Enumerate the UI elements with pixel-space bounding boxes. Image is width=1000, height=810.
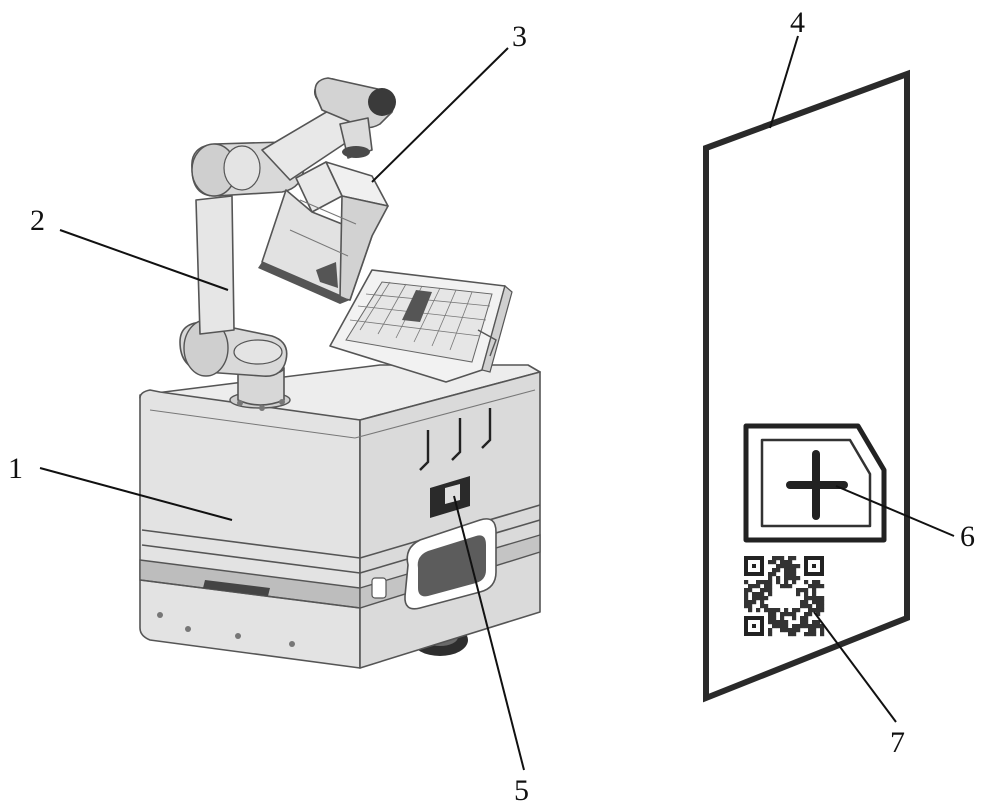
callout-4: 4 (790, 6, 805, 39)
leader-7 (813, 611, 897, 723)
charging-marker (743, 423, 887, 543)
chassis-body (139, 364, 541, 669)
callout-numbers: 1 2 3 4 5 6 7 (8, 6, 975, 807)
side-camera (430, 476, 470, 518)
callout-6: 6 (960, 520, 975, 553)
leader-6 (835, 485, 955, 537)
leader-lines (39, 35, 955, 771)
callout-2: 2 (30, 204, 45, 237)
mobile-robot (139, 77, 541, 669)
dock-panel (703, 69, 910, 703)
callout-3: 3 (512, 20, 527, 53)
end-effector (258, 161, 389, 304)
tool-tray (329, 269, 513, 383)
callout-7: 7 (890, 726, 905, 759)
leader-3 (371, 47, 509, 183)
robot-arm (179, 77, 396, 377)
leader-2 (59, 229, 229, 291)
leader-4 (769, 35, 799, 129)
callout-1: 1 (8, 452, 23, 485)
leader-1 (39, 467, 233, 521)
qr-code (744, 556, 825, 637)
callout-5: 5 (514, 774, 529, 807)
leader-5 (453, 495, 525, 771)
